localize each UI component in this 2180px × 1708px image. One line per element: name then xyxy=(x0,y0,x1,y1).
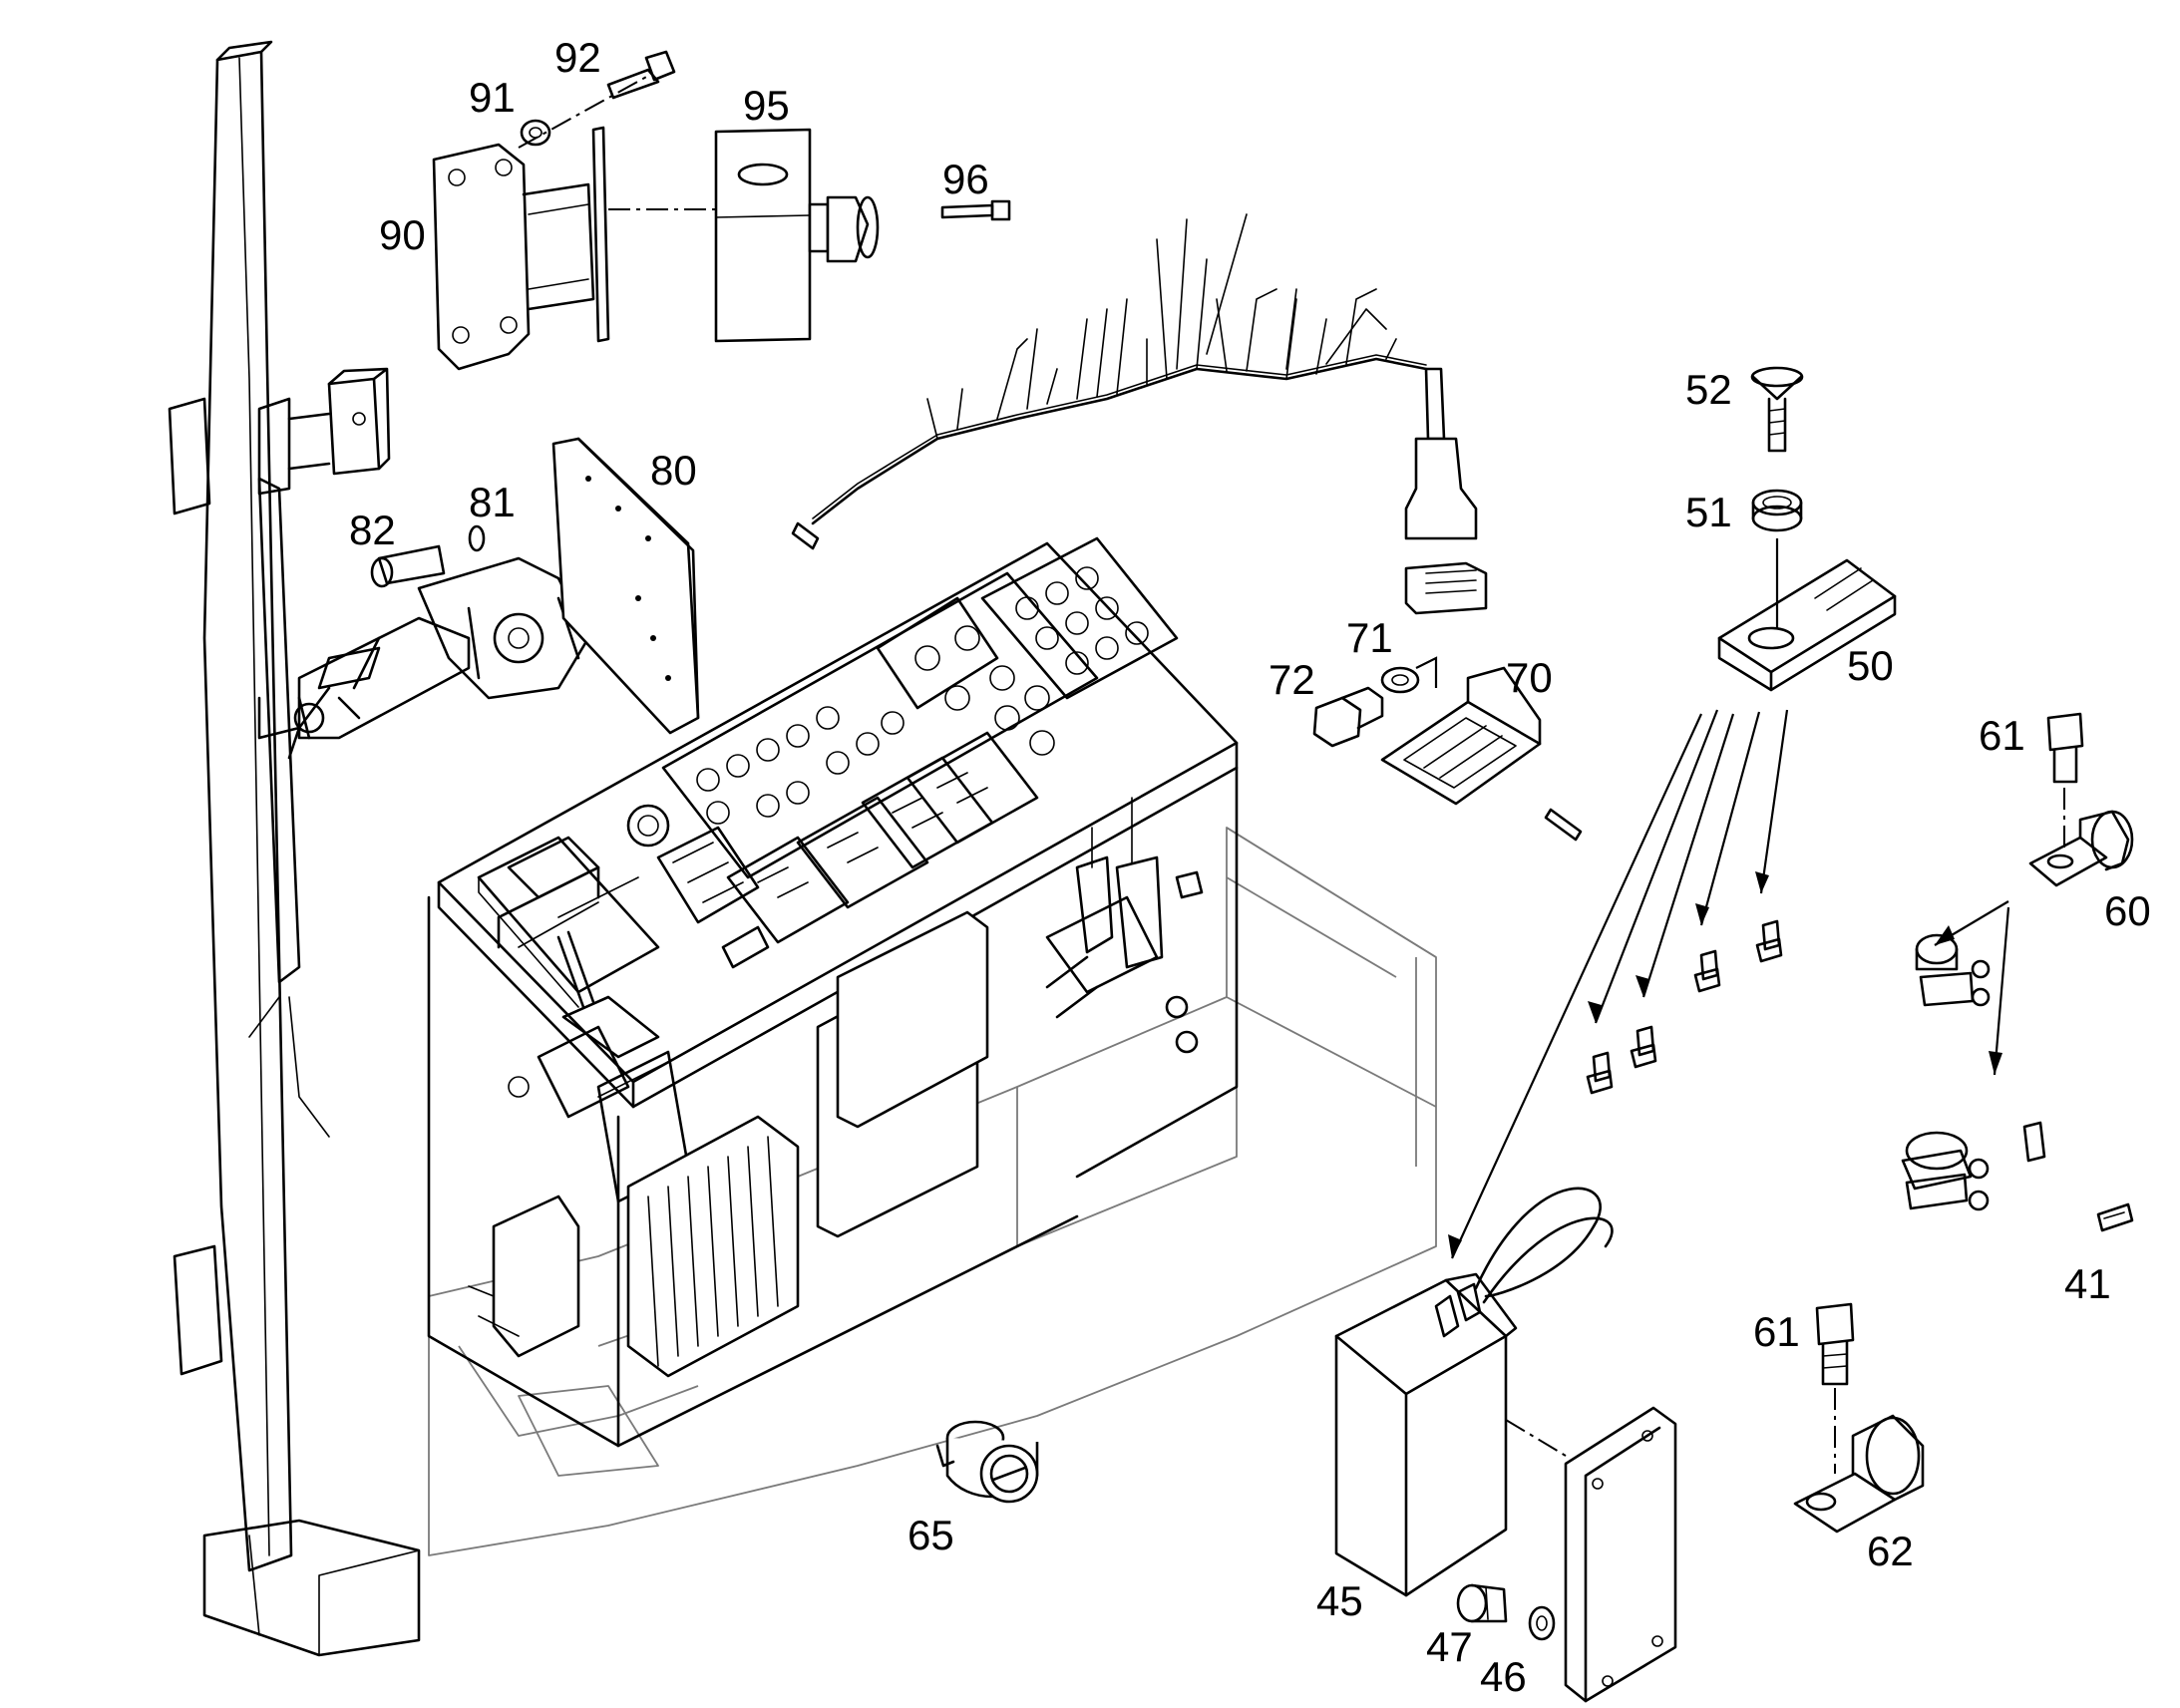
clips xyxy=(1544,808,1783,1095)
console-internals xyxy=(468,797,1204,1378)
callout-51: 51 xyxy=(1685,489,1732,535)
fitting-47 xyxy=(1456,1583,1508,1623)
arrows xyxy=(1448,709,2010,1259)
callout-80: 80 xyxy=(650,447,697,494)
clamp-62 xyxy=(1793,1414,1925,1534)
callout-90: 90 xyxy=(379,211,426,258)
callout-52: 52 xyxy=(1685,366,1732,413)
screw-52 xyxy=(1750,366,1804,453)
vertical-mast xyxy=(168,40,421,1657)
clamp-assembly-mid xyxy=(1915,933,1991,1007)
callout-92: 92 xyxy=(554,34,601,81)
callout-47: 47 xyxy=(1426,1623,1473,1670)
callout-81: 81 xyxy=(469,479,516,525)
callout-61-upper: 61 xyxy=(1979,712,2025,759)
callout-95: 95 xyxy=(743,82,790,129)
arm-assembly xyxy=(257,367,590,760)
callout-65: 65 xyxy=(908,1512,954,1558)
callout-45: 45 xyxy=(1316,1577,1363,1624)
callout-70: 70 xyxy=(1506,654,1553,701)
callout-62: 62 xyxy=(1867,1528,1914,1574)
callout-82: 82 xyxy=(349,507,396,553)
washer-71 xyxy=(1380,666,1420,694)
housing-95 xyxy=(714,128,880,343)
callout-50: 50 xyxy=(1847,642,1894,689)
screw-61-upper xyxy=(2046,712,2084,784)
cover-plate xyxy=(1564,1406,1677,1703)
clamp-assembly-low xyxy=(1901,1121,2046,1211)
callout-72: 72 xyxy=(1269,656,1315,703)
washer-81 xyxy=(468,524,486,552)
gauge-65 xyxy=(935,1420,1039,1504)
bolt-92 xyxy=(606,50,676,100)
bolt-72 xyxy=(1312,686,1384,748)
cable-harness xyxy=(791,213,1488,615)
callout-61-lower: 61 xyxy=(1753,1308,1800,1355)
clamp-block-50 xyxy=(1717,558,1897,692)
callout-96: 96 xyxy=(942,156,989,202)
callout-46: 46 xyxy=(1480,1653,1527,1700)
bolt-82 xyxy=(370,544,446,588)
clamp-60 xyxy=(2028,810,2134,887)
control-console xyxy=(427,536,1239,1448)
plate-70 xyxy=(1380,666,1542,806)
bracket-90 xyxy=(432,126,610,371)
callout-41: 41 xyxy=(2064,1260,2111,1307)
screw-96 xyxy=(940,199,1011,221)
label-41 xyxy=(2096,1202,2134,1232)
callout-91: 91 xyxy=(469,74,516,121)
callout-71: 71 xyxy=(1346,614,1393,661)
callout-60: 60 xyxy=(2104,887,2151,934)
washer-46 xyxy=(1528,1605,1556,1641)
screw-61-lower xyxy=(1815,1302,1855,1386)
enclosure-45 xyxy=(1334,1187,1614,1597)
pad-80 xyxy=(551,437,700,735)
ring-51 xyxy=(1751,489,1803,532)
